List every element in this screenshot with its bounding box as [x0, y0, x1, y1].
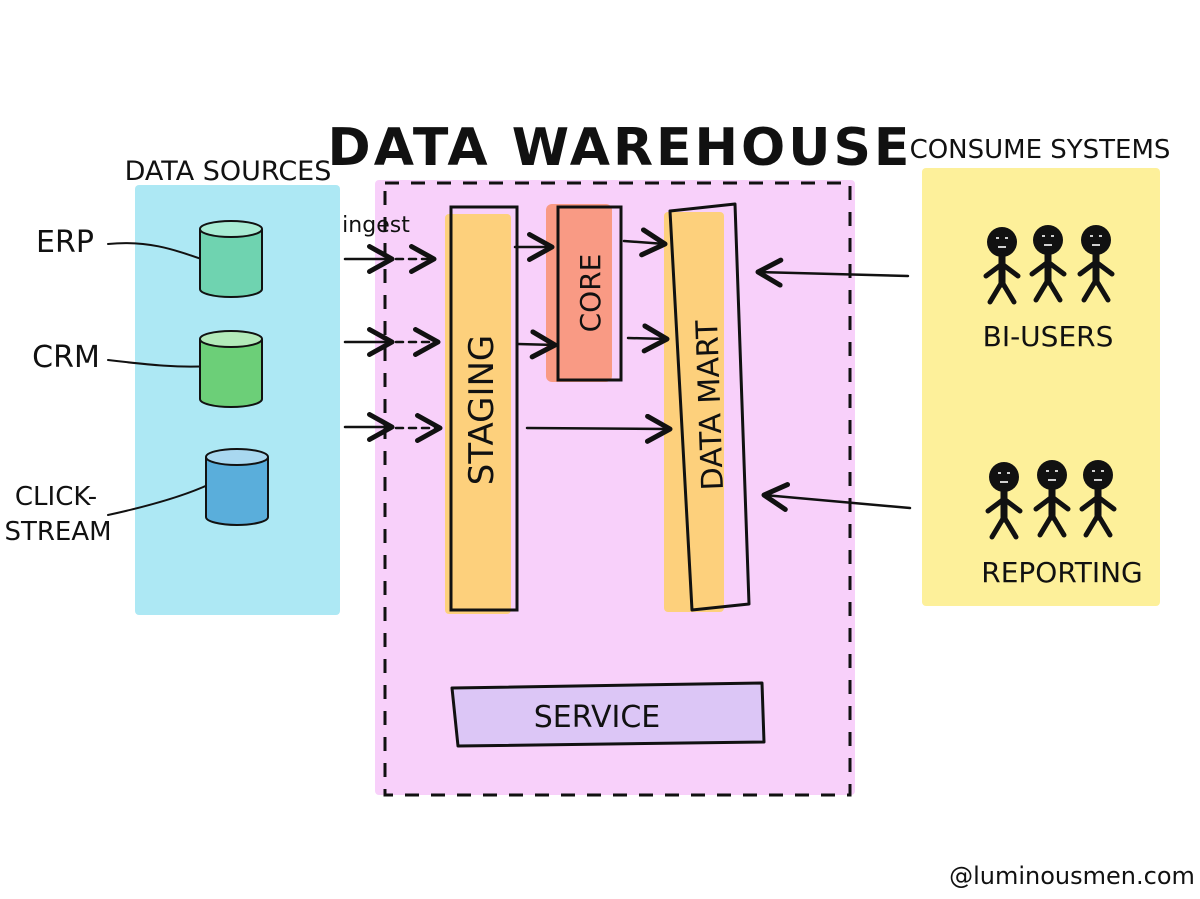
database-cylinder-icon [205, 448, 269, 526]
datamart-label: DATA MART [690, 319, 731, 491]
consumer-reporting: REPORTING [981, 460, 1143, 589]
arrow-right-icon [516, 329, 558, 360]
ingest-label: ingest [342, 213, 410, 238]
datamart-layer: DATA MART [664, 202, 751, 612]
arrow-right-icon [626, 323, 670, 354]
source-clickstream-label-line2: STREAM [4, 517, 111, 547]
ingest-arrows [343, 244, 443, 443]
service-layer: SERVICE [450, 681, 766, 748]
service-label: SERVICE [534, 700, 660, 735]
source-clickstream-label-line1: CLICK- [15, 482, 97, 512]
internal-arrows [513, 227, 673, 444]
source-clickstream: CLICK- STREAM [4, 448, 269, 547]
warehouse-dashed-border [383, 181, 852, 797]
core-label: CORE [574, 254, 607, 333]
consumers-heading: CONSUME SYSTEMS [910, 135, 1171, 165]
source-erp: ERP [36, 220, 263, 298]
consumer-bi-users: BI-USERS [983, 225, 1114, 353]
arrow-left-icon [761, 482, 912, 512]
core-layer: CORE [546, 204, 623, 382]
source-erp-label: ERP [36, 225, 94, 260]
arrow-left-icon [755, 257, 910, 288]
consumer-arrows [755, 257, 912, 512]
database-cylinder-icon [199, 220, 263, 298]
arrow-right-icon [525, 413, 673, 444]
sources-heading: DATA SOURCES [125, 156, 332, 187]
bi-users-label: BI-USERS [983, 320, 1114, 353]
credit-text: @luminousmen.com [949, 862, 1195, 890]
database-cylinder-icon [199, 330, 263, 408]
diagram-title: DATA WAREHOUSE [328, 118, 913, 178]
reporting-label: REPORTING [981, 556, 1143, 589]
arrow-right-icon [622, 227, 668, 258]
source-crm-label: CRM [32, 340, 100, 375]
source-crm: CRM [32, 330, 263, 408]
staging-layer: STAGING [445, 205, 519, 614]
staging-label: STAGING [462, 335, 502, 486]
